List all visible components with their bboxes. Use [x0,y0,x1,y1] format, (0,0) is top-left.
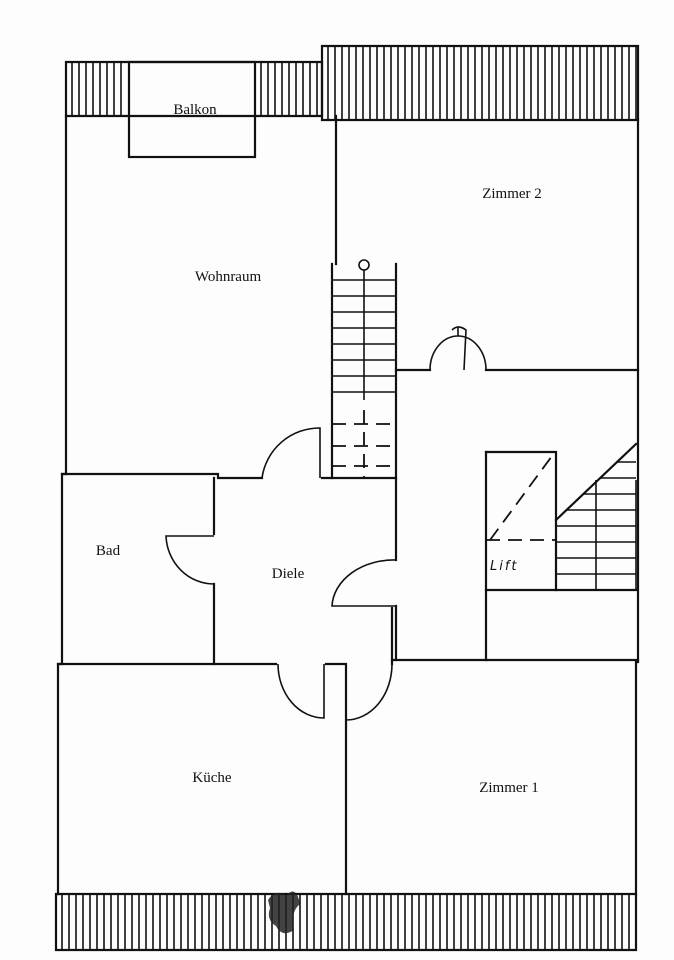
outer-walls [56,114,640,896]
room-label-bad: Bad [96,543,121,559]
room-label-wohnraum: Wohnraum [195,269,262,285]
room-label-balkon: Balkon [173,102,217,118]
scribble-mark [268,891,300,934]
room-label-zimmer1: Zimmer 1 [479,780,539,796]
lift-label: Lift [490,559,519,574]
room-label-diele: Diele [272,566,305,582]
lift-shaft [486,455,556,541]
balkon-box [127,60,257,159]
room-label-zimmer2: Zimmer 2 [482,186,542,202]
bottom-hatch [54,892,638,952]
main-staircase [332,259,396,478]
door-arcs [165,326,487,721]
room-label-kueche: Küche [192,770,231,786]
interior-walls [56,114,640,896]
right-staircase [554,442,638,591]
top-right-hatch [320,44,640,122]
